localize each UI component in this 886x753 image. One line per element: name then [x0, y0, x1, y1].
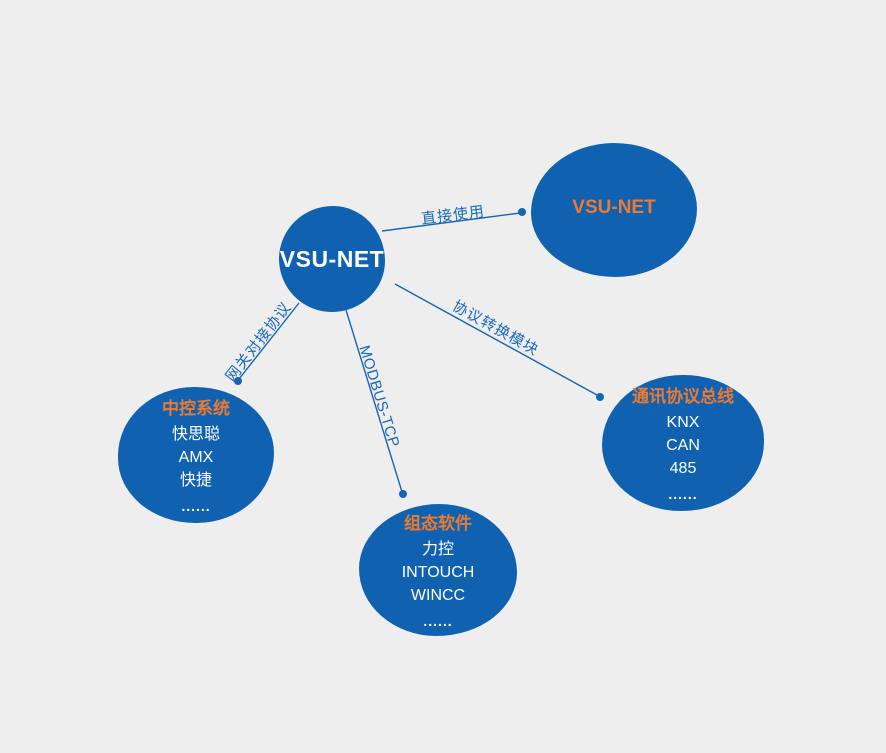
- node-central-control-item: AMX: [178, 449, 214, 466]
- node-protocol-bus-title: 通讯协议总线: [632, 387, 734, 406]
- node-protocol-bus-item: CAN: [666, 437, 700, 454]
- node-central-control-system: 中控系统 快思聪 AMX 快捷 ......: [118, 387, 274, 523]
- node-vsu-net-direct-title: VSU-NET: [572, 197, 656, 218]
- node-scada-software: 组态软件 力控 INTOUCH WINCC ......: [359, 504, 517, 636]
- node-central-control-item: 快捷: [179, 472, 212, 489]
- node-protocol-bus-item: KNX: [666, 414, 700, 431]
- node-vsu-net-direct: VSU-NET: [531, 143, 697, 277]
- edge-label-protocol-module: 协议转换模块: [449, 297, 542, 360]
- node-protocol-bus-item: 485: [669, 460, 697, 477]
- edge-label-gateway-protocol: 网关对接协议: [222, 299, 296, 386]
- edge-direct-arrow-dot: [518, 208, 526, 216]
- node-central-control-title: 中控系统: [162, 399, 230, 418]
- edge-protocol-arrow-dot: [596, 393, 604, 401]
- node-scada-item: WINCC: [410, 587, 466, 604]
- node-central-control-item: 快思聪: [171, 426, 220, 443]
- node-protocol-bus-ellipsis: ......: [668, 486, 698, 502]
- node-scada-item: INTOUCH: [401, 564, 475, 581]
- edge-modbus-arrow-dot: [399, 490, 407, 498]
- edge-label-modbus-tcp: MODBUS-TCP: [355, 343, 403, 450]
- node-protocol-bus: 通讯协议总线 KNX CAN 485 ......: [602, 375, 764, 511]
- node-scada-item: 力控: [421, 541, 454, 558]
- node-vsu-net-center: VSU-NET: [279, 206, 385, 312]
- edge-label-direct-use: 直接使用: [420, 203, 486, 228]
- node-central-control-ellipsis: ......: [181, 498, 211, 514]
- node-scada-ellipsis: ......: [423, 613, 453, 629]
- node-scada-title: 组态软件: [404, 514, 472, 533]
- node-vsu-net-center-label: VSU-NET: [279, 245, 385, 272]
